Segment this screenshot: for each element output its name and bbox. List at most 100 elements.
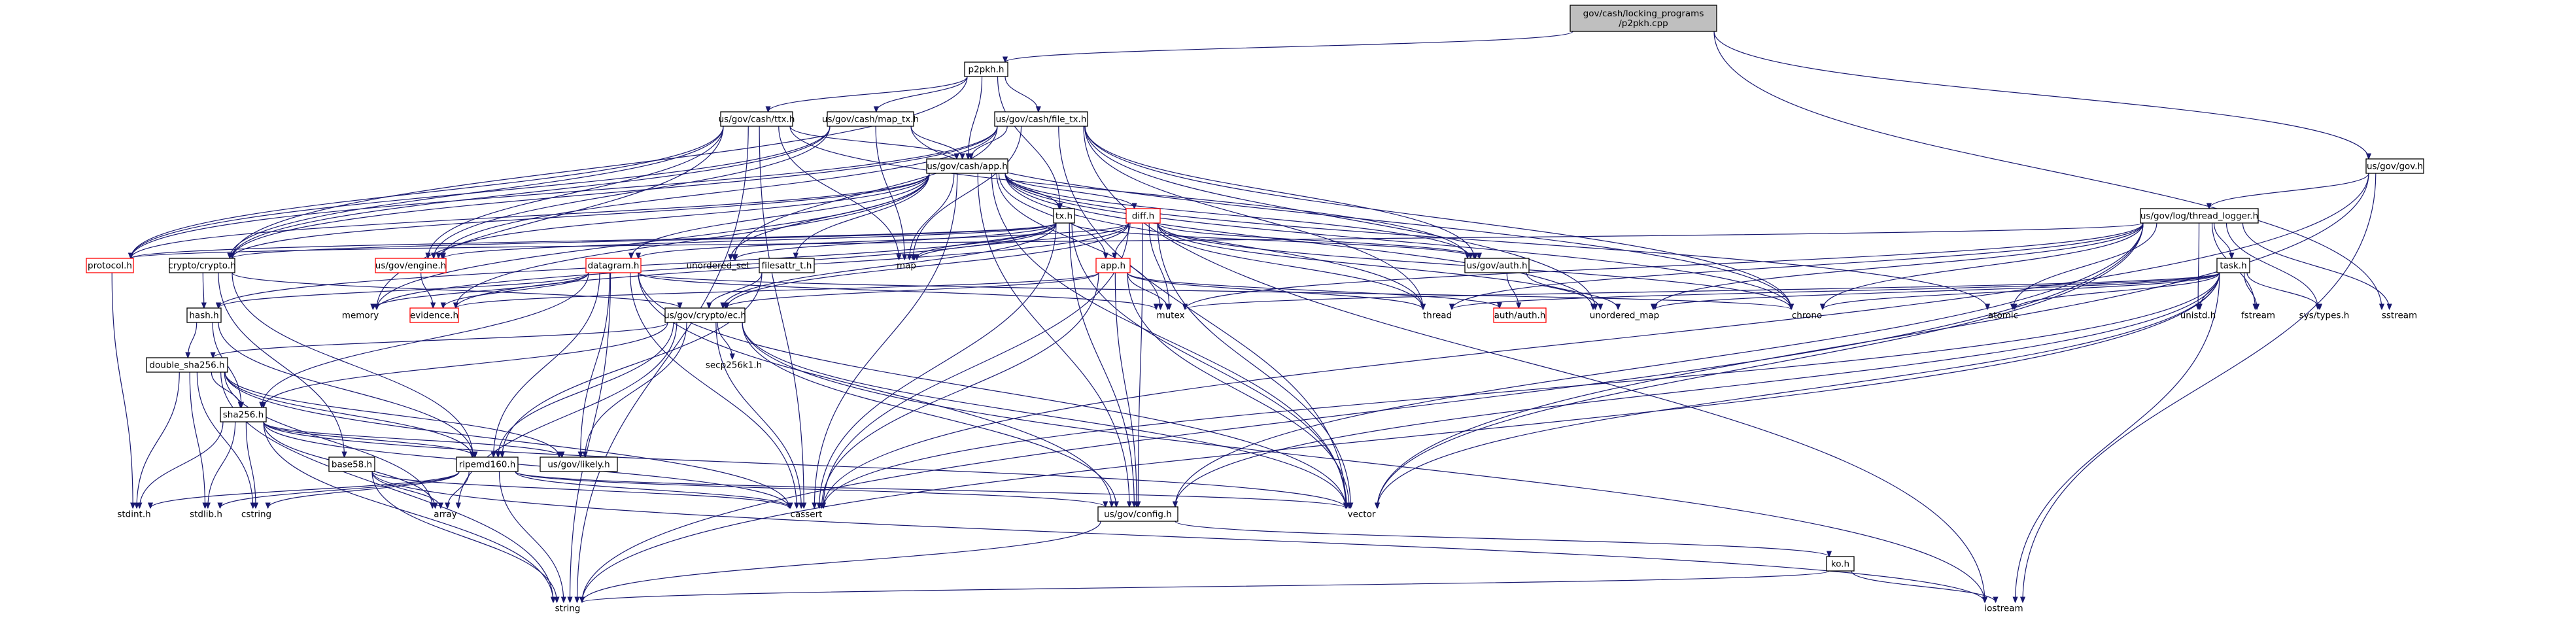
node-stdint: stdint.h [117,509,150,520]
edge-sha-to-vector [263,421,1346,508]
node-cash_app[interactable]: us/gov/cash/app.h [926,158,1008,174]
edge-thread_logger-to-systypes [2225,222,2318,309]
edge-diff-to-cassert [823,222,1129,508]
node-label: us/gov/cash/ttx.h [719,114,795,125]
edge-sha-to-stdint [139,421,224,508]
node-engine[interactable]: us/gov/engine.h [375,258,447,273]
node-label: unistd.h [2180,311,2216,321]
node-box [994,111,1088,127]
node-app[interactable]: app.h [1095,258,1131,273]
node-sha[interactable]: sha256.h [220,407,267,422]
node-box [409,307,459,323]
edge-ko-to-string [582,570,1830,602]
node-box [585,258,642,273]
node-filesattr[interactable]: filesattr_t.h [759,258,815,273]
node-box [1097,506,1178,522]
node-box [1826,556,1855,572]
edge-thread_logger-to-sstream [2242,222,2389,309]
node-label: us/gov/engine.h [375,261,446,271]
edge-thread_logger-to-string [582,222,2144,602]
edge-task-to-config [1175,272,2220,507]
node-box [1053,208,1075,224]
edge-cash_app-to-crypto [232,173,930,258]
node-auth_auth[interactable]: auth/auth.h [1493,307,1547,323]
node-root[interactable]: gov/cash/locking_programs/p2pkh.cpp [1570,5,1717,32]
edge-app-to-evidence [456,272,1099,308]
edge-diff-to-mutex [1148,222,1169,309]
node-hash[interactable]: hash.h [186,307,222,323]
node-label: us/gov/log/thread_logger.h [2140,211,2258,222]
node-evidence[interactable]: evidence.h [409,307,459,323]
edge-cash_app-to-protocol [131,173,930,258]
node-box [720,111,793,127]
node-label: gov/cash/locking_programs [1583,9,1704,19]
node-label: stdint.h [117,509,150,520]
edge-base58-to-string [371,471,557,602]
node-array: array [434,509,456,520]
edge-cash_app-to-unordered_map [1005,173,1593,309]
edge-ec-to-sha [264,322,668,407]
node-tx[interactable]: tx.h [1053,208,1075,224]
node-file_tx[interactable]: us/gov/cash/file_tx.h [994,111,1088,127]
node-box [1493,307,1547,323]
node-box [220,407,267,422]
node-base58[interactable]: base58.h [328,456,375,472]
edge-file_tx-to-chrono [1084,126,1791,309]
node-box [456,456,519,472]
edge-cash_app-to-chrono [1005,173,1791,309]
node-crypto[interactable]: crypto/crypto.h [168,258,236,273]
edge-ripemd-to-stdlib [220,471,460,508]
node-box [375,258,447,273]
edge-ec-to-ripemd [498,322,674,457]
node-label: sstream [2382,311,2417,321]
edge-file_tx-to-protocol [131,126,998,258]
edge-ec-to-cassert [715,322,801,508]
node-auth[interactable]: us/gov/auth.h [1464,258,1530,273]
node-label: memory [342,311,379,321]
edge-thread_logger-to-config [1175,222,2144,507]
node-label: sys/types.h [2299,311,2350,321]
node-config[interactable]: us/gov/config.h [1097,506,1178,522]
node-gov[interactable]: us/gov/gov.h [2365,158,2424,174]
node-likely[interactable]: us/gov/likely.h [540,456,618,472]
node-thread_logger[interactable]: us/gov/log/thread_logger.h [2140,208,2259,224]
node-label: fstream [2241,311,2275,321]
node-label: unordered_map [1590,311,1659,321]
node-label: base58.h [332,460,372,470]
node-diff[interactable]: diff.h [1125,208,1161,224]
edge-sha-to-string [263,421,553,602]
node-label: us/gov/config.h [1104,509,1172,520]
edge-file_tx-to-iostream [1083,126,1985,602]
node-label: filesattr_t.h [762,261,812,271]
edge-tx-to-crypto [232,222,1057,258]
edge-diff-to-vector [1157,222,1350,508]
edge-task-to-atomic [2015,272,2220,309]
node-dsha[interactable]: double_sha256.h [146,357,228,373]
node-protocol[interactable]: protocol.h [86,258,134,273]
edge-thread_logger-to-mutex [1185,222,2144,309]
edge-diff-to-ec [727,222,1129,308]
node-datagram[interactable]: datagram.h [585,258,642,273]
node-ttx[interactable]: us/gov/cash/ttx.h [719,111,795,127]
edge-map_tx-to-cash_app [910,126,963,159]
edge-diff-to-datagram [638,222,1129,258]
node-task[interactable]: task.h [2216,258,2250,273]
edge-file_tx-to-crypto [232,126,998,258]
node-ripemd[interactable]: ripemd160.h [456,456,519,472]
node-label: evidence.h [410,311,458,321]
node-ko[interactable]: ko.h [1826,556,1855,572]
node-box [540,456,618,472]
edge-tx-to-auth [1071,222,1475,258]
edge-cash_app-to-diff [1005,173,1135,209]
node-label: iostream [1984,604,2023,614]
node-sstream: sstream [2382,311,2417,321]
node-ec[interactable]: us/gov/crypto/ec.h [664,307,746,323]
node-systypes: sys/types.h [2299,311,2350,321]
node-p2pkh[interactable]: p2pkh.h [964,61,1008,77]
node-map_tx[interactable]: us/gov/cash/map_tx.h [822,111,919,127]
edge-ttx-to-cash_app [789,126,957,159]
edge-tx-to-unordered_set [735,222,1057,260]
edge-cash_app-to-memory [377,173,930,309]
edge-tx-to-config [1069,222,1134,507]
edge-cash_app-to-evidence [456,173,930,308]
